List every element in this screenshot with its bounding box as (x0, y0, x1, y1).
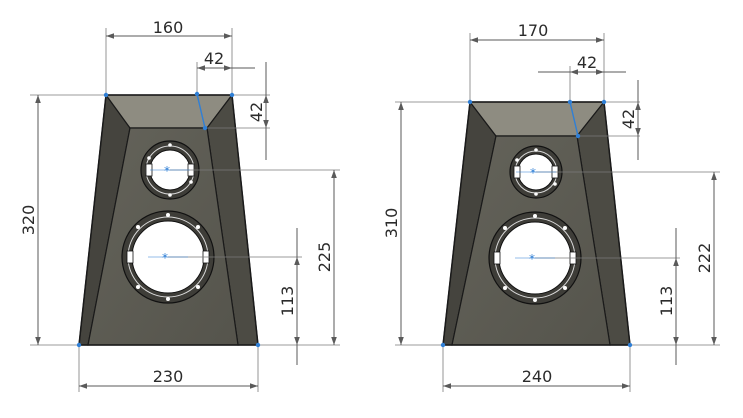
right-tweeter-height-label: 222 (695, 243, 714, 274)
left-dimension-labels: 160 42 42 320 225 113 230 (19, 18, 334, 386)
left-extension-lines (30, 28, 340, 392)
right-extension-lines (395, 33, 720, 392)
svg-text:*: * (164, 164, 170, 178)
right-cabinet-drawing: * * (382, 21, 720, 392)
left-center-lines: * * (148, 164, 340, 265)
right-woofer-height-label: 113 (657, 286, 676, 317)
right-chamfer-horizontal-label: 42 (577, 53, 597, 72)
left-bottom-width-label: 230 (153, 367, 184, 386)
right-vertex-markers (440, 99, 633, 348)
svg-text:*: * (530, 166, 536, 180)
left-dimension-lines (35, 33, 337, 389)
right-top-width-label: 170 (518, 21, 549, 40)
svg-text:*: * (162, 251, 168, 265)
left-vertex-markers (76, 91, 261, 348)
right-chamfer-vertical-label: 42 (619, 109, 638, 129)
left-chamfer-vertical-label: 42 (247, 102, 266, 122)
left-chamfer-horizontal-label: 42 (204, 49, 224, 68)
left-cabinet-drawing: * * (19, 18, 340, 392)
left-woofer-height-label: 113 (278, 286, 297, 317)
right-dimension-lines (398, 37, 717, 389)
left-height-label: 320 (19, 205, 38, 236)
right-center-lines: * * (515, 166, 720, 266)
right-height-label: 310 (382, 208, 401, 239)
left-top-width-label: 160 (153, 18, 184, 37)
right-bottom-width-label: 240 (522, 367, 553, 386)
left-tweeter-height-label: 225 (315, 242, 334, 273)
right-dimension-labels: 170 42 42 310 222 113 240 (382, 21, 714, 386)
svg-text:*: * (529, 252, 535, 266)
